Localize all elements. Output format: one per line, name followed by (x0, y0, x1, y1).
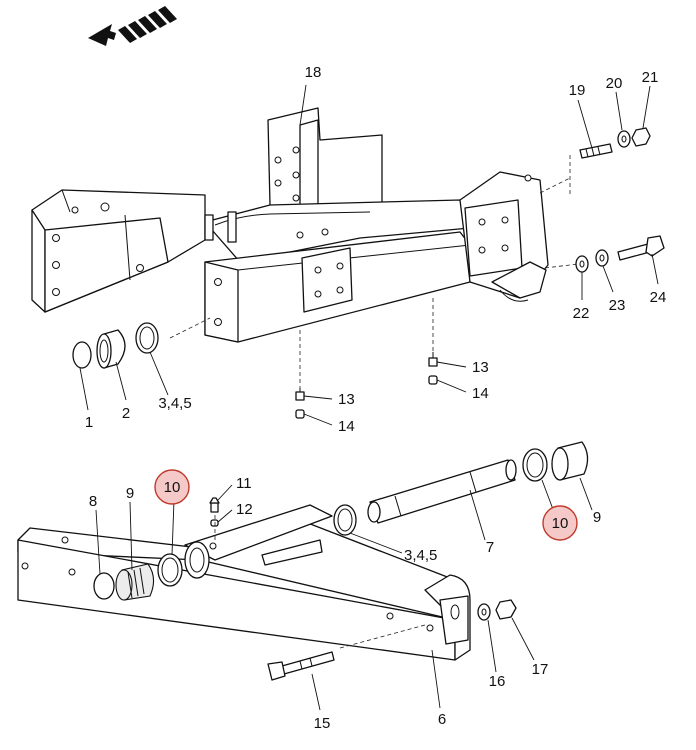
callout-14-a: 14 (338, 418, 355, 435)
part-345-shim-upper (135, 322, 159, 354)
part-19-stud (579, 143, 613, 159)
callout-8: 8 (89, 493, 97, 510)
part-6-front-axle-beam (17, 504, 471, 661)
front-axle-support-frame (31, 107, 549, 343)
part-14-cap-b (428, 375, 438, 385)
part-13-grease-fitting-a (295, 388, 305, 401)
part-11-grease-fitting (209, 497, 220, 513)
callout-19: 19 (569, 82, 586, 99)
part-20-washer (617, 130, 631, 148)
callout-10-right: 10 (552, 515, 569, 532)
part-10-thrust-ring-right (522, 448, 548, 482)
forward-direction-arrow-icon (88, 6, 177, 46)
highlight-part-10-left (154, 469, 190, 505)
callout-20: 20 (606, 75, 623, 92)
part-7-pivot-pin (367, 459, 517, 524)
callout-345-lower: 3,4,5 (404, 547, 437, 564)
callout-11: 11 (236, 475, 252, 492)
callout-345-upper: 3,4,5 (158, 395, 191, 412)
callout-24: 24 (650, 289, 667, 306)
callout-21: 21 (642, 69, 659, 86)
callout-14-b: 14 (472, 385, 489, 402)
part-15-bolt (267, 651, 335, 681)
highlight-part-10-right (542, 505, 578, 541)
part-13-grease-fitting-b (428, 352, 438, 367)
callout-13-b: 13 (472, 359, 489, 376)
part-22-washer (575, 255, 589, 273)
part-24-bolt (617, 235, 665, 261)
callout-10-left: 10 (164, 479, 181, 496)
callout-2: 2 (122, 405, 130, 422)
callout-22: 22 (573, 305, 590, 322)
part-9-bushing-left (115, 563, 155, 601)
part-14-cap-a (295, 409, 305, 419)
part-17-nut (495, 599, 517, 620)
part-10-thrust-ring-left (157, 553, 183, 587)
part-2-bushing (96, 329, 126, 369)
assembly-lines-lower (214, 515, 426, 649)
callout-18: 18 (305, 64, 322, 81)
part-21-nut (631, 127, 651, 147)
callout-9-right: 9 (593, 509, 601, 526)
part-16-washer (477, 603, 491, 621)
callout-13-a: 13 (338, 391, 355, 408)
part-23-lock-washer (595, 249, 609, 267)
part-9-bushing-right (551, 441, 589, 481)
callout-1: 1 (85, 414, 93, 431)
callout-9-left: 9 (126, 485, 134, 502)
part-345-shim-lower (333, 504, 357, 536)
callout-23: 23 (609, 297, 626, 314)
callout-12: 12 (236, 501, 253, 518)
callout-6: 6 (438, 711, 446, 728)
callout-16: 16 (489, 673, 506, 690)
part-8-snap-ring (93, 572, 115, 600)
leader-lines (79, 84, 659, 711)
part-1-snap-ring (72, 341, 92, 369)
callout-7: 7 (486, 539, 494, 556)
assembly-lines-upper (169, 155, 579, 388)
part-12-cap (210, 519, 219, 527)
callout-15: 15 (314, 715, 331, 732)
callout-17: 17 (532, 661, 549, 678)
